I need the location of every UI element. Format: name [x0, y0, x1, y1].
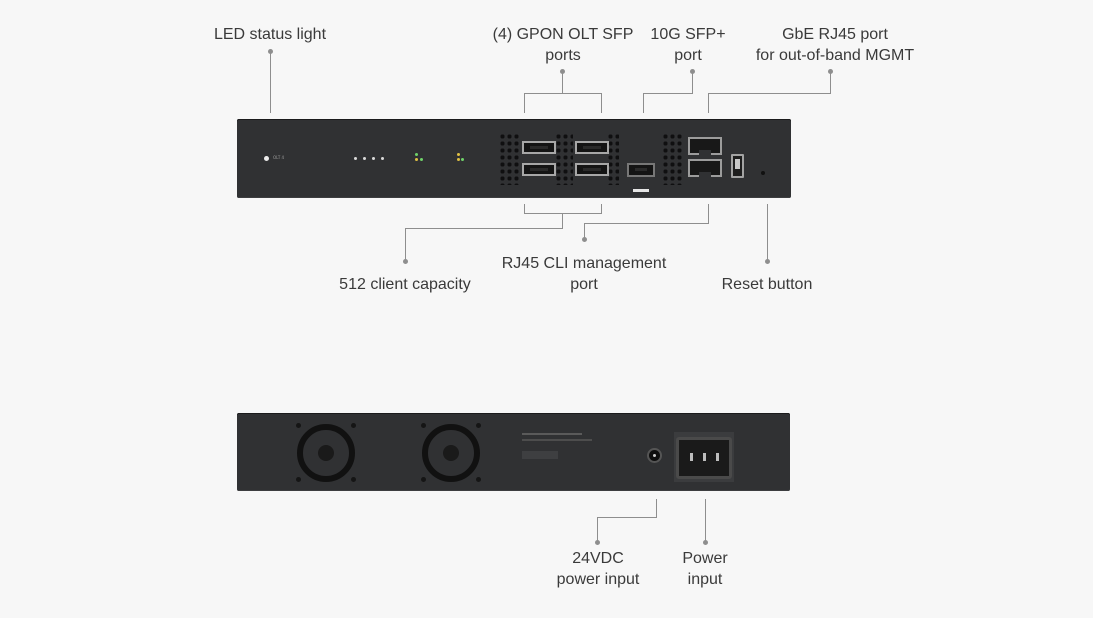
gpon-sfp-port-3[interactable]: [522, 163, 556, 176]
status-led-yellow: [457, 153, 460, 156]
status-led-green: [415, 153, 418, 156]
label-gbe-mgmt: GbE RJ45 port for out-of-band MGMT: [755, 26, 915, 64]
port-led: [372, 157, 375, 160]
leader-line-cli-h: [584, 223, 709, 224]
leader-line-sfp-h: [643, 93, 693, 94]
status-led-green: [461, 158, 464, 161]
leader-dot-dc: [595, 540, 600, 545]
leader-line-cli-d: [584, 223, 585, 239]
leader-line-client-h2: [405, 228, 563, 229]
fan-icon: [422, 424, 480, 482]
leader-line-dc-d: [597, 517, 598, 542]
label-led-status: LED status light: [213, 26, 327, 43]
fan-icon: [297, 424, 355, 482]
port-led: [363, 157, 366, 160]
leader-dot-gpon: [560, 69, 565, 74]
leader-dot-power: [703, 540, 708, 545]
label-cli-port: RJ45 CLI management port: [501, 255, 667, 293]
front-vent-mgmt: [662, 133, 684, 185]
gpon-sfp-port-2[interactable]: [575, 141, 609, 154]
front-vent-right: [607, 133, 619, 185]
leader-dot-led: [268, 49, 273, 54]
leader-line-reset: [767, 204, 768, 261]
label-client-capacity: 512 client capacity: [339, 276, 471, 293]
mgmt-rj45-port[interactable]: [688, 137, 722, 155]
leader-line-gbe-d: [708, 93, 709, 113]
label-reset-button: Reset button: [721, 276, 813, 293]
front-panel: OLT 4: [237, 119, 791, 198]
regulatory-label: [522, 433, 582, 435]
leader-line-led: [270, 52, 271, 113]
leader-line-power: [705, 499, 706, 542]
status-led-yellow: [457, 158, 460, 161]
olt-status-led: [264, 156, 269, 161]
leader-line-client-l: [524, 204, 525, 214]
leader-line-dc-h: [597, 517, 657, 518]
leader-line-client-r: [601, 204, 602, 214]
gpon-sfp-port-4[interactable]: [575, 163, 609, 176]
reset-button[interactable]: [761, 171, 765, 175]
leader-line-gpon-h: [524, 93, 602, 94]
regulatory-label: [522, 439, 592, 441]
leader-line-gpon-r: [601, 93, 602, 113]
sfp-plus-port[interactable]: [627, 163, 655, 177]
port-led: [381, 157, 384, 160]
label-sfp-plus: 10G SFP+ port: [650, 26, 726, 64]
leader-dot-cli: [582, 237, 587, 242]
usb-port-icon[interactable]: [731, 154, 744, 178]
status-led-green: [420, 158, 423, 161]
label-power-input: Power input: [682, 550, 728, 588]
sfp-plus-label-bar: [633, 189, 649, 192]
label-gpon-ports: (4) GPON OLT SFP ports: [492, 26, 634, 64]
dc-power-jack[interactable]: [647, 448, 662, 463]
leader-line-client-v: [562, 213, 563, 229]
leader-line-cli-v: [708, 204, 709, 224]
leader-line-gpon-v: [562, 72, 563, 94]
leader-line-client-d: [405, 228, 406, 261]
leader-line-dc-v: [656, 499, 657, 518]
status-led-yellow: [415, 158, 418, 161]
front-vent-mid: [555, 133, 573, 185]
leader-line-client-h: [524, 213, 602, 214]
leader-dot-gbe: [828, 69, 833, 74]
front-vent-left: [499, 133, 521, 185]
leader-line-sfp-d: [643, 93, 644, 113]
leader-dot-sfp: [690, 69, 695, 74]
leader-line-gbe-v: [830, 72, 831, 94]
port-led: [354, 157, 357, 160]
leader-line-gbe-h: [708, 93, 831, 94]
leader-line-sfp-v: [692, 72, 693, 94]
label-dc-power: 24VDC power input: [556, 550, 640, 588]
cli-rj45-port[interactable]: [688, 159, 722, 177]
leader-dot-client: [403, 259, 408, 264]
gpon-sfp-port-1[interactable]: [522, 141, 556, 154]
leader-line-gpon-l: [524, 93, 525, 113]
regulatory-label: [522, 451, 558, 459]
leader-dot-reset: [765, 259, 770, 264]
